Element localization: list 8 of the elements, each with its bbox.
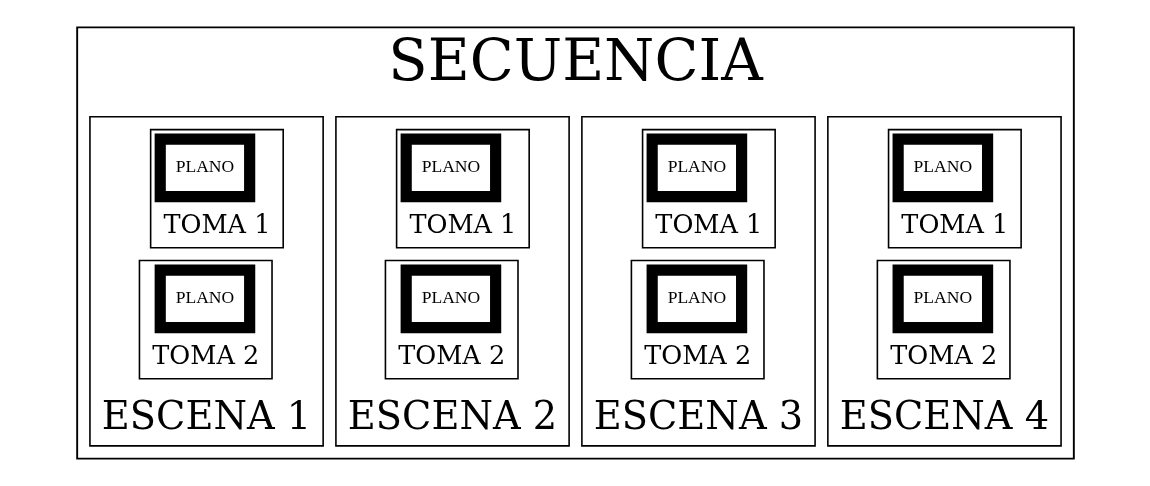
- node-box: PLANO: [154, 264, 255, 334]
- node-box: PLANO: [400, 264, 501, 334]
- node-box: PLANO: [154, 133, 255, 203]
- node-box: PLANO: [646, 133, 747, 203]
- node-box: PLANO: [892, 264, 993, 334]
- node-box: PLANO: [646, 264, 747, 334]
- node-box: PLANO: [400, 133, 501, 203]
- node-box: PLANO: [892, 133, 993, 203]
